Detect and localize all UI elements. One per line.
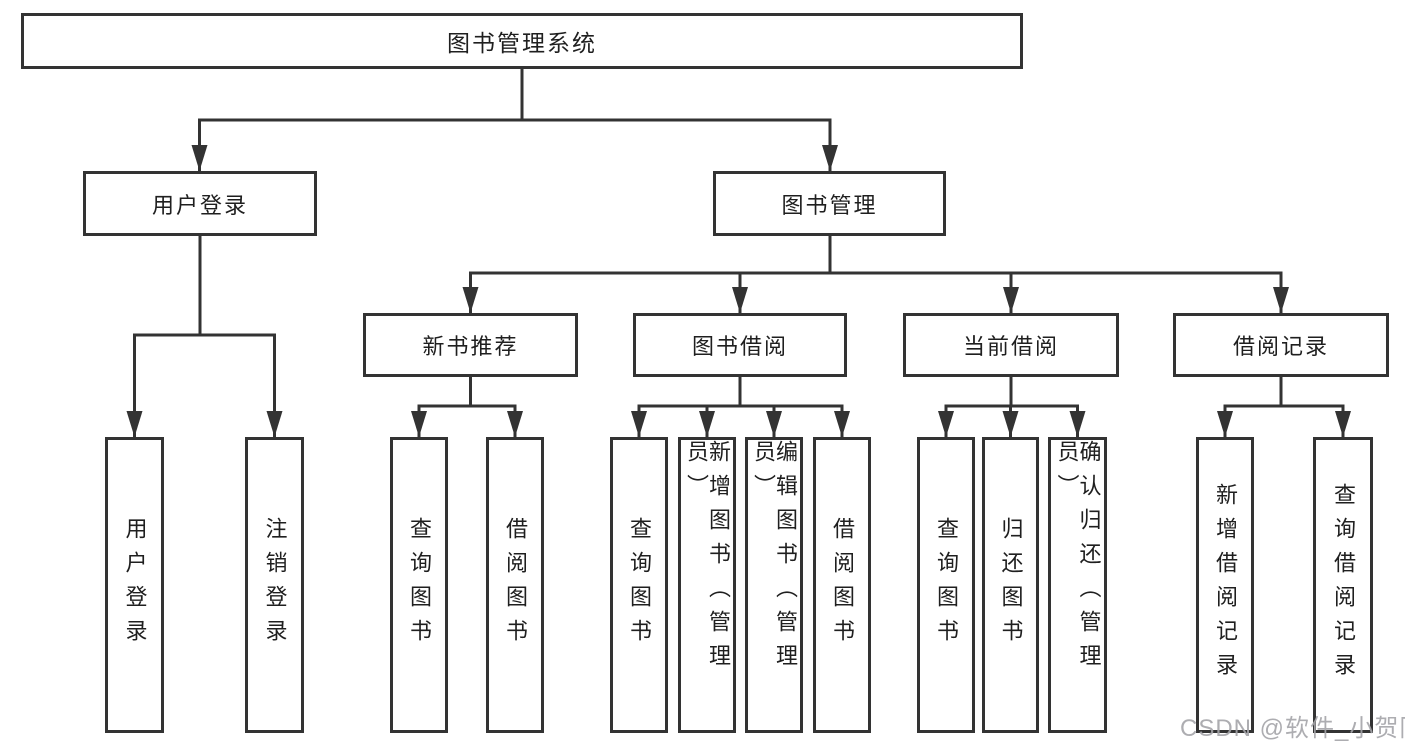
connector-book-mgmt-to-level3: [462, 236, 1289, 313]
leaf-return-books: 归还图书: [982, 437, 1039, 733]
connector-borrow-records-group: [1217, 377, 1351, 437]
leaf-user-login: 用户登录: [105, 437, 164, 733]
leaf-confirm-return-admin: 确认归还（管理员）: [1048, 437, 1107, 733]
leaf-add-borrow-record: 新增借阅记录: [1196, 437, 1254, 733]
connector-book-borrow-group: [631, 377, 850, 437]
connector-current-borrow-group: [938, 377, 1086, 437]
leaf-query-books-1: 查询图书: [390, 437, 448, 733]
connector-user-login-group: [126, 236, 283, 437]
node-book-borrow: 图书借阅: [633, 313, 847, 377]
leaf-borrow-books-2: 借阅图书: [813, 437, 871, 733]
node-library-management-system: 图书管理系统: [21, 13, 1023, 69]
leaf-add-books-admin: 新增图书（管理员）: [678, 437, 736, 733]
leaf-edit-books-admin: 编辑图书（管理员）: [745, 437, 803, 733]
leaf-borrow-books-1: 借阅图书: [486, 437, 544, 733]
csdn-watermark: CSDN @软件_小贺同学: [1180, 715, 1405, 742]
leaf-query-books-3: 查询图书: [917, 437, 975, 733]
node-book-management: 图书管理: [713, 171, 946, 236]
leaf-logout: 注销登录: [245, 437, 304, 733]
connector-root-to-level2: [191, 69, 838, 171]
node-borrow-records: 借阅记录: [1173, 313, 1389, 377]
connector-new-books-group: [411, 377, 523, 437]
node-user-login: 用户登录: [83, 171, 317, 236]
leaf-query-books-2: 查询图书: [610, 437, 668, 733]
node-new-book-recommend: 新书推荐: [363, 313, 578, 377]
node-current-borrow: 当前借阅: [903, 313, 1119, 377]
leaf-query-borrow-record: 查询借阅记录: [1313, 437, 1373, 733]
